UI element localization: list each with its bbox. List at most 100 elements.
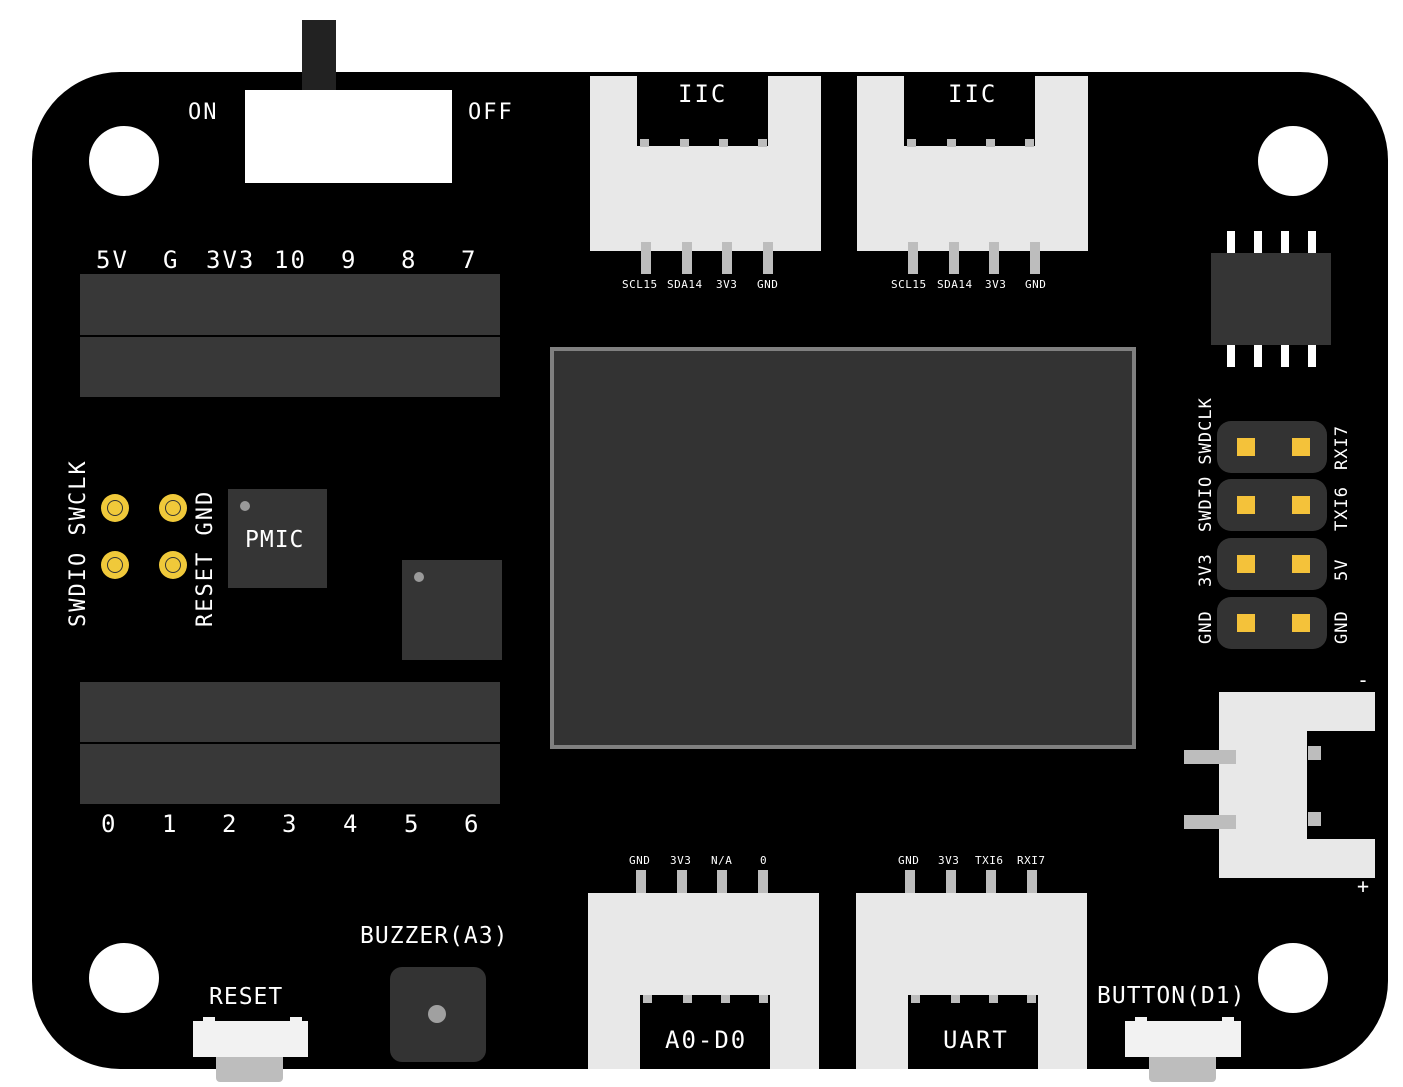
iic-left-contact — [680, 139, 689, 147]
power-switch-lever[interactable] — [302, 20, 336, 92]
iic-left-pin — [722, 242, 732, 274]
adc-pin-label: N/A — [711, 854, 733, 867]
debug-pad[interactable] — [1237, 555, 1255, 573]
user-button-tab — [1135, 1017, 1147, 1025]
debug-left-label: SWDIO SWDCLK — [1196, 397, 1216, 532]
soic-chip-pin — [1308, 231, 1316, 253]
debug-header-row — [1217, 597, 1327, 649]
adc-title: A0-D0 — [665, 1026, 748, 1054]
header-bottom-label: 5 — [404, 810, 421, 838]
adc-pin-label: 3V3 — [670, 854, 692, 867]
mounting-hole-top-right — [1258, 126, 1328, 196]
iic-left-title: IIC — [678, 80, 728, 108]
header-top-label: G — [163, 246, 180, 274]
user-button[interactable] — [1125, 1021, 1241, 1057]
uart-contact — [989, 995, 998, 1003]
uart-pin — [986, 870, 996, 902]
mounting-hole-bottom-left — [89, 943, 159, 1013]
pin-header-bottom-row1 — [80, 682, 500, 742]
reset-button[interactable] — [193, 1021, 308, 1057]
adc-contact — [759, 995, 768, 1003]
debug-pad[interactable] — [1292, 614, 1310, 632]
debug-header-row — [1217, 421, 1327, 473]
swclk-pad[interactable] — [101, 494, 129, 522]
iic-right-pin — [949, 242, 959, 274]
swdio-pad[interactable] — [101, 551, 129, 579]
adc-pin — [636, 870, 646, 902]
user-button-tab — [1222, 1017, 1234, 1025]
debug-pad[interactable] — [1237, 496, 1255, 514]
iic-right-contact — [986, 139, 995, 147]
header-bottom-label: 3 — [282, 810, 299, 838]
battery-contact — [1308, 812, 1321, 826]
uart-pin — [946, 870, 956, 902]
buzzer-hole — [428, 1005, 446, 1023]
user-button-actuator[interactable] — [1149, 1057, 1216, 1082]
header-top-label: 7 — [461, 246, 478, 274]
iic-right-pin — [908, 242, 918, 274]
pin-header-top-row2 — [80, 337, 500, 397]
debug-left-label: 3V3 — [1196, 553, 1216, 587]
soic-chip-pin — [1227, 231, 1235, 253]
iic-left-contact — [719, 139, 728, 147]
debug-right-label: 5V — [1332, 558, 1352, 581]
debug-left-label: GND — [1196, 610, 1216, 644]
buzzer-label: BUZZER(A3) — [360, 923, 509, 949]
adc-pin — [717, 870, 727, 902]
iic-right-pin-label: 3V3 — [985, 278, 1007, 291]
debug-pad[interactable] — [1292, 438, 1310, 456]
debug-pad[interactable] — [1292, 496, 1310, 514]
header-bottom-label: 1 — [162, 810, 179, 838]
uart-pin-label: TXI6 — [975, 854, 1004, 867]
uart-pin — [905, 870, 915, 902]
header-bottom-label: 4 — [343, 810, 360, 838]
adc-pin-label: 0 — [760, 854, 768, 867]
iic-connector-right-opening — [904, 76, 1035, 146]
soic-chip-pin — [1254, 231, 1262, 253]
iic-right-title: IIC — [948, 80, 998, 108]
adc-pin — [758, 870, 768, 902]
debug-pad[interactable] — [1237, 438, 1255, 456]
button-d1-label: BUTTON(D1) — [1097, 983, 1246, 1009]
header-bottom-label: 6 — [464, 810, 481, 838]
iic-left-pin-label: GND — [757, 278, 779, 291]
header-top-label: 8 — [401, 246, 418, 274]
header-top-label: 9 — [341, 246, 358, 274]
debug-pad[interactable] — [1292, 555, 1310, 573]
adc-contact — [643, 995, 652, 1003]
iic-left-pin-label: SCL15 — [622, 278, 658, 291]
reset-label: RESET — [209, 984, 284, 1010]
header-top-label: 5V — [96, 246, 129, 274]
reset-pad[interactable] — [159, 551, 187, 579]
uart-title: UART — [943, 1026, 1009, 1054]
mounting-hole-top-left — [89, 126, 159, 196]
iic-right-contact — [1025, 139, 1034, 147]
debug-right-label: GND — [1332, 610, 1352, 644]
adc-contact — [683, 995, 692, 1003]
iic-left-pin — [682, 242, 692, 274]
iic-right-pin — [989, 242, 999, 274]
iic-right-pin-label: SCL15 — [891, 278, 927, 291]
uart-connector-opening — [908, 995, 1038, 1069]
reset-button-tab — [290, 1017, 302, 1025]
iic-connector-left-opening — [637, 76, 768, 146]
debug-header-row — [1217, 538, 1327, 590]
header-top-label: 3V3 — [206, 246, 256, 274]
uart-pin-label: RXI7 — [1017, 854, 1046, 867]
debug-pad[interactable] — [1237, 614, 1255, 632]
gnd-pad[interactable] — [159, 494, 187, 522]
soic-chip-pin — [1254, 345, 1262, 367]
uart-pin-label: GND — [898, 854, 920, 867]
uart-pin-label: 3V3 — [938, 854, 960, 867]
reset-button-actuator[interactable] — [216, 1057, 283, 1082]
debug-right-label: TXI6 — [1332, 486, 1352, 531]
battery-pin — [1184, 750, 1236, 764]
header-bottom-label: 0 — [101, 810, 118, 838]
pin-header-top-row1 — [80, 274, 500, 335]
soic-chip-pin — [1308, 345, 1316, 367]
switch-on-label: ON — [188, 100, 219, 125]
iic-right-pin — [1030, 242, 1040, 274]
iic-left-pin — [641, 242, 651, 274]
adc-connector-opening — [640, 995, 770, 1069]
power-switch[interactable] — [245, 90, 452, 183]
